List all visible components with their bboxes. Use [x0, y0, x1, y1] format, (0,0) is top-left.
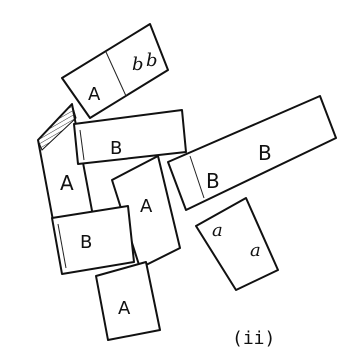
lower-left-strip: B: [52, 206, 134, 274]
label-diag-b1: B: [206, 169, 220, 193]
label-bottom-a: A: [118, 298, 131, 319]
label-lower-b: B: [80, 232, 92, 253]
label-top-b1: b: [132, 54, 144, 75]
long-diagonal-strip: B B: [168, 96, 336, 210]
label-center-a: A: [140, 196, 153, 217]
label-mid-b: B: [110, 138, 122, 159]
label-top-b2: b: [146, 50, 158, 71]
right-small-strip: a a: [196, 198, 278, 290]
label-left-a: A: [60, 171, 74, 195]
bottom-strip: A: [96, 262, 160, 340]
label-top-a: A: [88, 84, 101, 105]
top-strip: A b b: [62, 24, 168, 118]
label-right-a1: a: [212, 220, 223, 241]
label-diag-b2: B: [258, 141, 272, 165]
figure-caption: (ii): [232, 328, 275, 349]
label-right-a2: a: [250, 240, 261, 261]
